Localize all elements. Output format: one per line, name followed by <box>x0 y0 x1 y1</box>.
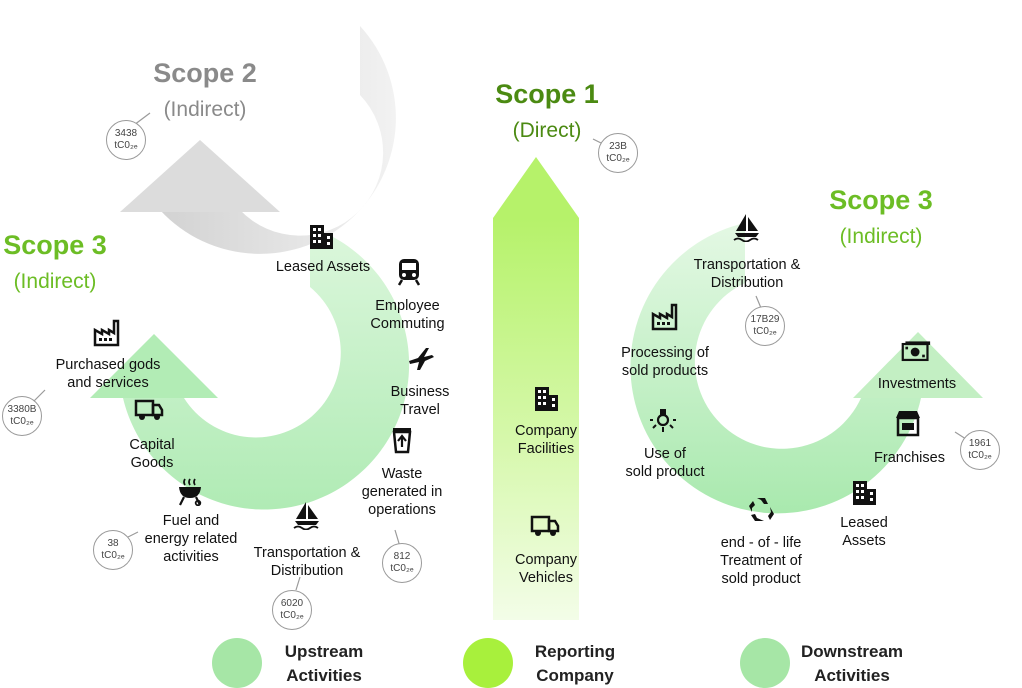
investments-label: Investments <box>877 376 957 392</box>
ship-icon <box>733 214 759 242</box>
scope3-downstream-subtitle: (Indirect) <box>839 225 923 248</box>
store-icon <box>896 411 920 437</box>
downstream-arrow <box>630 223 983 514</box>
grill-icon <box>179 478 202 506</box>
factory-icon <box>93 319 120 347</box>
factory-icon <box>651 303 678 331</box>
scope3-upstream-title: Scope 3 <box>3 230 107 260</box>
ship-icon <box>293 502 319 530</box>
building-icon <box>853 481 876 505</box>
franchises-label: Franchises <box>874 450 945 466</box>
scope2-arrow <box>120 26 396 254</box>
money-icon <box>901 341 931 362</box>
building-icon <box>535 387 558 411</box>
truck-icon <box>134 399 164 420</box>
upstream-arrow <box>90 227 410 510</box>
truck-icon <box>530 515 560 536</box>
trash-icon <box>392 428 412 454</box>
lightbulb-icon <box>650 409 676 432</box>
airplane-icon <box>409 348 434 370</box>
recycle-icon <box>749 498 774 521</box>
scope3-upstream-subtitle: (Indirect) <box>13 270 97 293</box>
train-icon <box>397 259 421 286</box>
building-icon <box>310 225 333 249</box>
scope2-title: Scope 2 <box>153 58 257 88</box>
scope2-subtitle: (Indirect) <box>163 98 247 121</box>
legend-upstream-swatch <box>212 638 262 688</box>
legend-reporting-swatch <box>463 638 513 688</box>
scope1-subtitle: (Direct) <box>512 119 582 142</box>
scope1-title: Scope 1 <box>495 79 599 109</box>
legend-downstream-swatch <box>740 638 790 688</box>
upstream-transport-label: Transportation &Distribution <box>253 545 361 579</box>
scope3-downstream-title: Scope 3 <box>829 185 933 215</box>
downstream-transport-label: Transportation &Distribution <box>693 257 801 291</box>
leased-assets-label: Leased Assets <box>275 259 371 275</box>
reporting-arrow <box>493 157 579 620</box>
